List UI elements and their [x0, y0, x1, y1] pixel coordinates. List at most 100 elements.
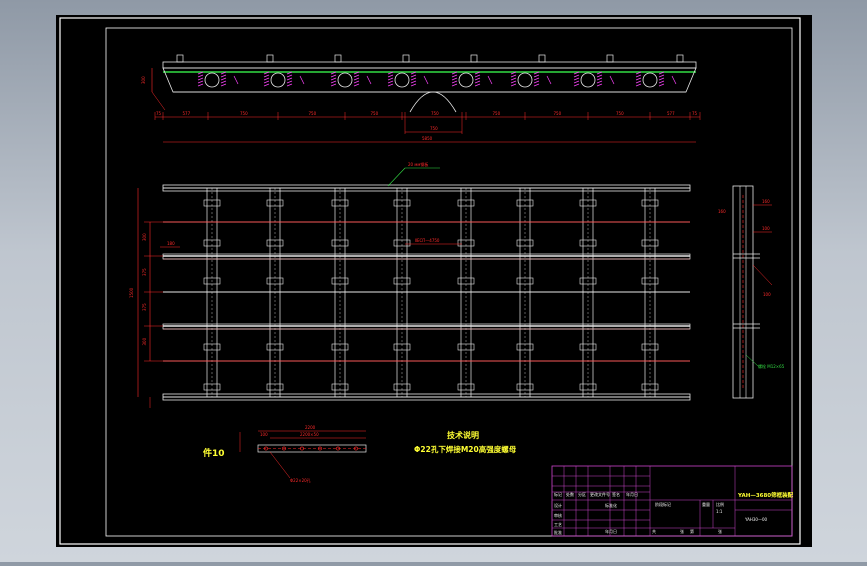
hatch-l-5-1: [510, 80, 517, 84]
side-bolt-note: 螺栓 M12×65: [758, 363, 785, 369]
hatch-r-5-0: [533, 77, 540, 81]
hatch-l-3-0: [387, 77, 394, 81]
hatch-r-6-0: [596, 77, 603, 81]
hatch-r-3--1: [410, 74, 417, 78]
tb-review: 审核: [554, 512, 562, 518]
hatch-l-6--2: [573, 71, 580, 75]
hatch-l-7--2: [635, 71, 642, 75]
hatch-l-2-1: [330, 80, 337, 84]
column-collar-0-2: [203, 277, 221, 285]
chain-dim-text-6: 750: [493, 111, 501, 116]
hatch-l-7-0: [635, 77, 642, 81]
opening-7: [642, 72, 658, 88]
hatch-r-1-2: [286, 83, 293, 87]
plan-left-end: 180: [167, 241, 175, 246]
hatch-l-2-0: [330, 77, 337, 81]
hatch-mid-6: [609, 75, 615, 85]
hatch-mid-4: [487, 75, 493, 85]
hatch-r-4-2: [474, 83, 481, 87]
hatch-r-3-1: [410, 80, 417, 84]
tb-stage: 阶段标记: [655, 501, 671, 507]
column-collar-2-2: [331, 277, 349, 285]
lug-4: [470, 54, 478, 63]
hatch-mid-5: [546, 75, 552, 85]
tb-zone: 分区: [578, 491, 586, 497]
part-leader: [269, 451, 291, 479]
hatch-r-3-2: [410, 83, 417, 87]
chain-dim-text-1: 577: [183, 111, 191, 116]
column-collar-4-2: [457, 277, 475, 285]
opening-0: [204, 72, 220, 88]
lug-2: [334, 54, 342, 63]
hatch-l-0-1: [197, 80, 204, 84]
hatch-l-2--2: [330, 71, 337, 75]
side-leader: [745, 354, 759, 367]
chain-dim-text-5: 750: [431, 111, 439, 116]
hatch-l-3-2: [387, 83, 394, 87]
column-collar-4-1: [457, 239, 475, 247]
chain-dim-text-9: 577: [667, 111, 675, 116]
hatch-l-0--1: [197, 74, 204, 78]
opening-1: [270, 72, 286, 88]
opening-6: [580, 72, 596, 88]
hatch-mid-7: [671, 75, 677, 85]
side-tick-mark: 160: [718, 209, 726, 214]
column-collar-2-3: [331, 343, 349, 351]
part-leader-note: Φ22×20孔: [290, 477, 311, 483]
column-collar-1-0: [266, 199, 284, 207]
hatch-r-7--1: [658, 74, 665, 78]
hatch-l-5-0: [510, 77, 517, 81]
hatch-l-6--1: [573, 74, 580, 78]
hatch-mid-2: [366, 75, 372, 85]
hatch-mid-0: [233, 75, 239, 85]
title-block-grid: [552, 466, 792, 536]
hatch-r-2-0: [353, 77, 360, 81]
hatch-r-0-2: [220, 83, 227, 87]
hatch-r-3--2: [410, 71, 417, 75]
title-block-frame: [551, 465, 793, 537]
tb-scale: 比例: [716, 501, 724, 507]
hatch-l-4-0: [451, 77, 458, 81]
left-dim-text-2: 375: [142, 303, 147, 311]
hatch-l-7-2: [635, 83, 642, 87]
left-dim-text-3: 300: [142, 337, 147, 345]
hatch-l-1-1: [263, 80, 270, 84]
hatch-r-0--2: [220, 71, 227, 75]
tb-design: 设计: [554, 502, 562, 508]
elevation-lugs: [176, 54, 684, 63]
hatch-l-4--2: [451, 71, 458, 75]
hatch-l-1--1: [263, 74, 270, 78]
hatch-r-6-2: [596, 83, 603, 87]
column-collar-7-1: [641, 239, 659, 247]
chain-dim-text-2: 750: [240, 111, 248, 116]
plan-left-total: 1500: [129, 287, 134, 298]
hatch-r-1-1: [286, 80, 293, 84]
elevation-openings: [197, 71, 677, 88]
hatch-mid-3: [423, 75, 429, 85]
hatch-l-0-2: [197, 83, 204, 87]
column-collar-3-3: [393, 343, 411, 351]
hatch-r-3-0: [410, 77, 417, 81]
hatch-r-1--2: [286, 71, 293, 75]
part-hole-3: [318, 446, 322, 451]
lug-7: [676, 54, 684, 63]
technical-notes: 技术说明 Φ22孔下焊接M20高强度螺母: [414, 430, 517, 454]
hatch-r-7--2: [658, 71, 665, 75]
part-dim-total: 2200: [305, 425, 316, 430]
lug-1: [266, 54, 274, 63]
hatch-r-5--2: [533, 71, 540, 75]
part-dim-mid: 2200×50: [300, 432, 319, 437]
column-collar-3-0: [393, 199, 411, 207]
column-collar-1-4: [266, 383, 284, 391]
tb-std: 标准化: [605, 502, 617, 508]
hatch-mid-1: [299, 75, 305, 85]
part-hole-4: [336, 446, 340, 451]
hatch-r-4-1: [474, 80, 481, 84]
side-frame: [732, 185, 754, 399]
tb-count: 处数: [566, 491, 574, 497]
column-collar-0-0: [203, 199, 221, 207]
hatch-r-0-1: [220, 80, 227, 84]
